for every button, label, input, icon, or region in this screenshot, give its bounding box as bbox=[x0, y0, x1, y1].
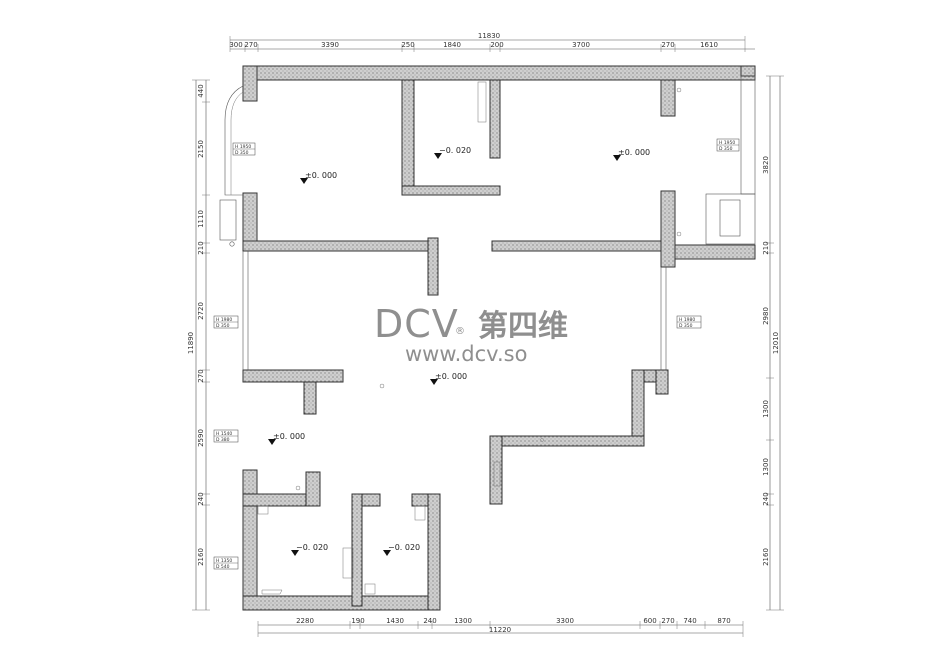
bottom-total-dim: 11220 bbox=[489, 626, 511, 634]
bottom-dimension: 2280 190 1430 240 1300 3300 600 270 740 … bbox=[257, 617, 744, 637]
left-dim-9: 2160 bbox=[197, 548, 205, 566]
top-dimension: 11830 300 270 3390 250 1840 200 3700 270… bbox=[229, 32, 755, 52]
watermark-url: www.dcv.so bbox=[405, 342, 527, 366]
bottom-dim-4: 240 bbox=[423, 617, 436, 625]
window-tags: H 1950 D 350 H 1950 D 350 H 1980 D 350 H… bbox=[213, 138, 740, 570]
watermark-brand: DCV bbox=[374, 302, 459, 346]
window-tag-5-h: H 1540 bbox=[216, 431, 232, 437]
bottom-dim-5: 1300 bbox=[454, 617, 472, 625]
top-dim-5: 1840 bbox=[443, 41, 461, 49]
window-tag-4-d: D 350 bbox=[679, 323, 693, 329]
bay-window-left bbox=[224, 85, 244, 196]
window-tag-6-d: D 540 bbox=[216, 564, 230, 570]
walls bbox=[242, 65, 756, 611]
level-bath-left: −0. 020 bbox=[296, 543, 328, 552]
window-tag-4-h: H 1980 bbox=[679, 317, 695, 323]
bottom-dim-6: 3300 bbox=[556, 617, 574, 625]
window-tag-3-d: D 350 bbox=[216, 323, 230, 329]
top-dim-9: 1610 bbox=[700, 41, 718, 49]
balcony-ac-right bbox=[705, 193, 756, 245]
window-tag-1-h: H 1950 bbox=[235, 144, 251, 150]
top-dim-7: 3700 bbox=[572, 41, 590, 49]
level-bath-right: −0. 020 bbox=[388, 543, 420, 552]
watermark-registered: ® bbox=[455, 326, 465, 337]
left-total-dim: 11890 bbox=[187, 332, 195, 354]
right-dim-6: 240 bbox=[762, 492, 770, 505]
right-dim-7: 2160 bbox=[762, 548, 770, 566]
window-tag-2-h: H 1950 bbox=[719, 140, 735, 146]
level-bedroom-right: ±0. 000 bbox=[618, 148, 650, 157]
left-dim-8: 240 bbox=[197, 492, 205, 505]
right-dim-2: 210 bbox=[762, 241, 770, 254]
top-dim-6: 200 bbox=[490, 41, 503, 49]
window-tag-3-h: H 1980 bbox=[216, 317, 232, 323]
watermark-cn: 第四维 bbox=[478, 309, 568, 344]
top-total-dim: 11830 bbox=[478, 32, 500, 40]
top-dim-4: 250 bbox=[401, 41, 414, 49]
level-dining: ±0. 000 bbox=[273, 432, 305, 441]
bottom-dim-2: 190 bbox=[351, 617, 364, 625]
window-right-bedroom bbox=[740, 75, 756, 195]
ac-unit-left bbox=[219, 199, 237, 241]
level-living: ±0. 000 bbox=[435, 372, 467, 381]
right-dim-3: 2980 bbox=[762, 307, 770, 325]
top-dim-8: 270 bbox=[661, 41, 674, 49]
right-dim-1: 3820 bbox=[762, 156, 770, 174]
left-dim-7: 2590 bbox=[197, 429, 205, 447]
right-dim-5: 1300 bbox=[762, 458, 770, 476]
top-dim-1: 300 bbox=[229, 41, 242, 49]
watermark: DCV ® 第四维 www.dcv.so bbox=[374, 302, 568, 366]
left-dim-2: 2150 bbox=[197, 140, 205, 158]
window-tag-2-d: D 350 bbox=[719, 146, 733, 152]
bottom-dim-8: 270 bbox=[661, 617, 674, 625]
bottom-dim-7: 600 bbox=[643, 617, 656, 625]
level-markers: ±0. 000 −0. 020 ±0. 000 ±0. 000 ±0. 000 … bbox=[268, 146, 650, 556]
left-dim-1: 440 bbox=[197, 84, 205, 97]
window-tag-6-h: H 1350 bbox=[216, 558, 232, 564]
left-dim-4: 210 bbox=[197, 241, 205, 254]
bottom-dim-3: 1430 bbox=[386, 617, 404, 625]
window-tag-5-d: D 380 bbox=[216, 437, 230, 443]
top-dim-2: 270 bbox=[244, 41, 257, 49]
left-dim-3: 1110 bbox=[197, 210, 205, 228]
window-tag-1-d: D 350 bbox=[235, 150, 249, 156]
bottom-dim-9: 740 bbox=[683, 617, 696, 625]
bottom-dim-1: 2280 bbox=[296, 617, 314, 625]
left-dimension: 440 2150 1110 210 2720 270 2590 240 2160… bbox=[187, 79, 210, 611]
right-dim-4: 1300 bbox=[762, 400, 770, 418]
left-dim-5: 2720 bbox=[197, 302, 205, 320]
bottom-dim-10: 870 bbox=[717, 617, 730, 625]
fixtures bbox=[257, 81, 682, 595]
level-bedroom-left: ±0. 000 bbox=[305, 171, 337, 180]
top-dim-3: 3390 bbox=[321, 41, 339, 49]
right-dimension: 3820 210 2980 1300 1300 240 2160 12010 bbox=[762, 75, 784, 611]
level-bedroom-bath: −0. 020 bbox=[439, 146, 471, 155]
right-total-dim: 12010 bbox=[772, 332, 780, 354]
left-dim-6: 270 bbox=[197, 369, 205, 382]
